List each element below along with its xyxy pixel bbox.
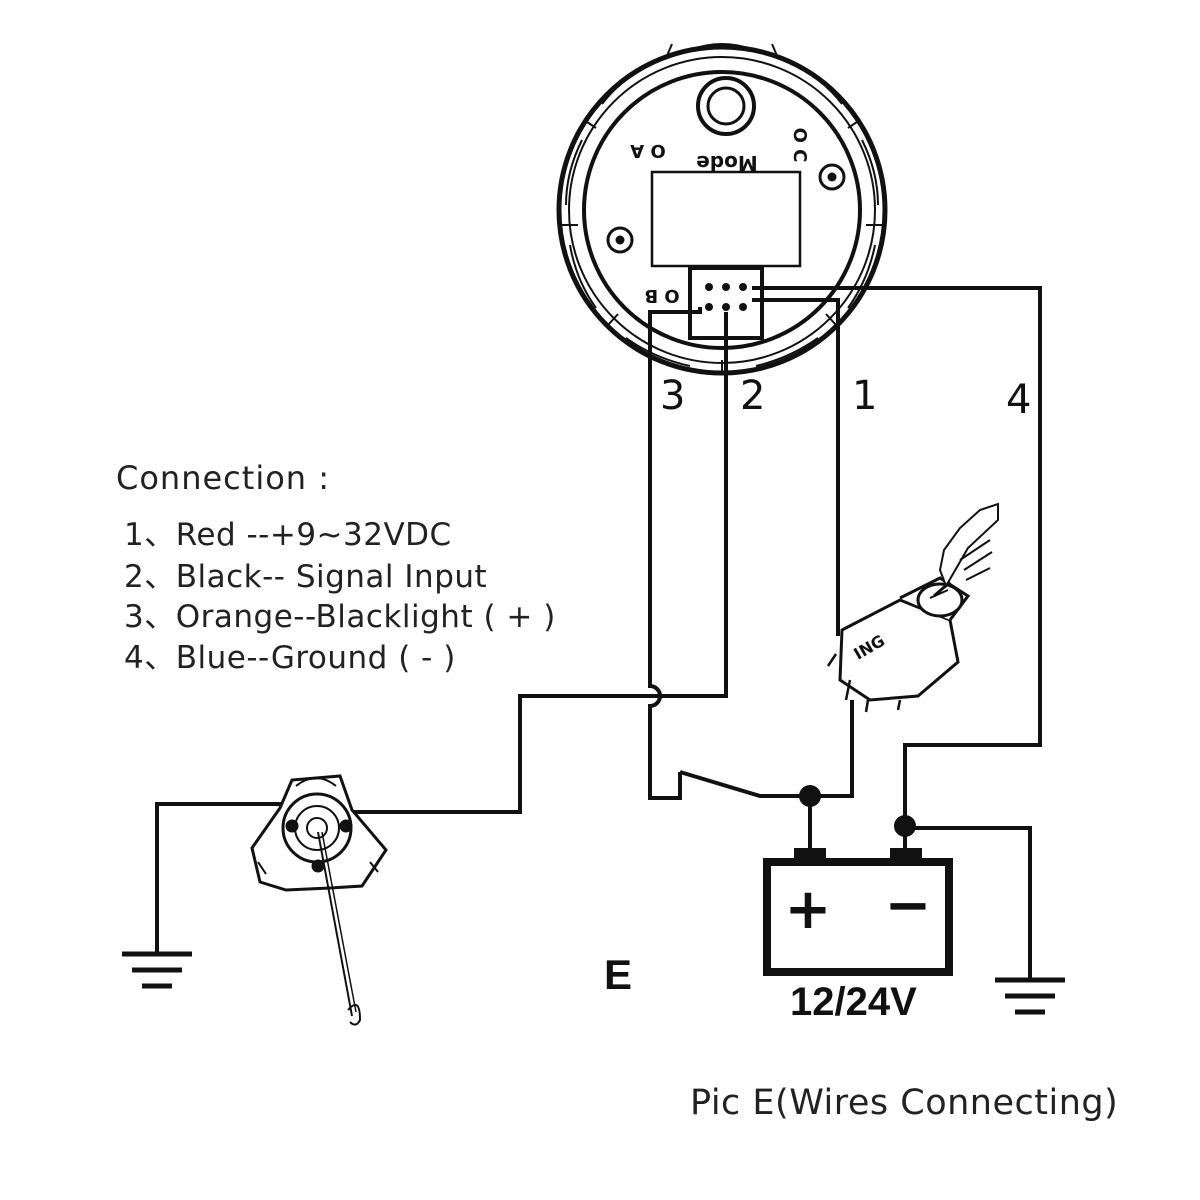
connection-title: Connection :	[116, 459, 331, 497]
connection-item-4: 4、Blue--Ground ( - )	[124, 640, 456, 676]
wire-number-1: 1	[852, 373, 878, 419]
battery	[763, 848, 953, 976]
gauge-terminal-a: O A	[630, 140, 666, 161]
wire-2	[320, 312, 728, 814]
wire-1	[752, 298, 840, 636]
wire-4	[752, 286, 1042, 826]
connection-item-1: 1、Red --+9~32VDC	[124, 517, 452, 553]
gauge-mode-label: Mode	[696, 151, 758, 175]
ignition-switch	[826, 576, 971, 713]
wire-1-lower	[810, 700, 854, 798]
junction-dot	[799, 785, 821, 807]
connection-item-3: 3、Orange--Blacklight ( + )	[124, 599, 556, 635]
switch-blade	[679, 770, 810, 798]
fuel-sender	[250, 774, 388, 1026]
figure-caption: Pic E(Wires Connecting)	[690, 1083, 1119, 1123]
battery-voltage-label: 12/24V	[790, 980, 917, 1024]
gauge-terminal-b: O B	[644, 285, 679, 306]
ground-symbol-left	[122, 951, 192, 989]
connection-item-2: 2、Black-- Signal Input	[124, 559, 488, 595]
gauge-terminal-c: O C	[789, 128, 810, 163]
hand-with-key-icon	[933, 502, 999, 598]
wire-number-4: 4	[1006, 377, 1032, 423]
diagram-letter: E	[604, 951, 633, 998]
battery-minus-sign: −	[885, 873, 932, 938]
junction-dot	[894, 815, 916, 837]
gauge-rear	[556, 43, 888, 376]
wire-number-3: 3	[660, 373, 686, 419]
ground-symbol-right	[995, 977, 1065, 1015]
wires	[155, 286, 1042, 978]
wire-number-2: 2	[740, 373, 766, 419]
battery-plus-sign: +	[785, 877, 832, 942]
